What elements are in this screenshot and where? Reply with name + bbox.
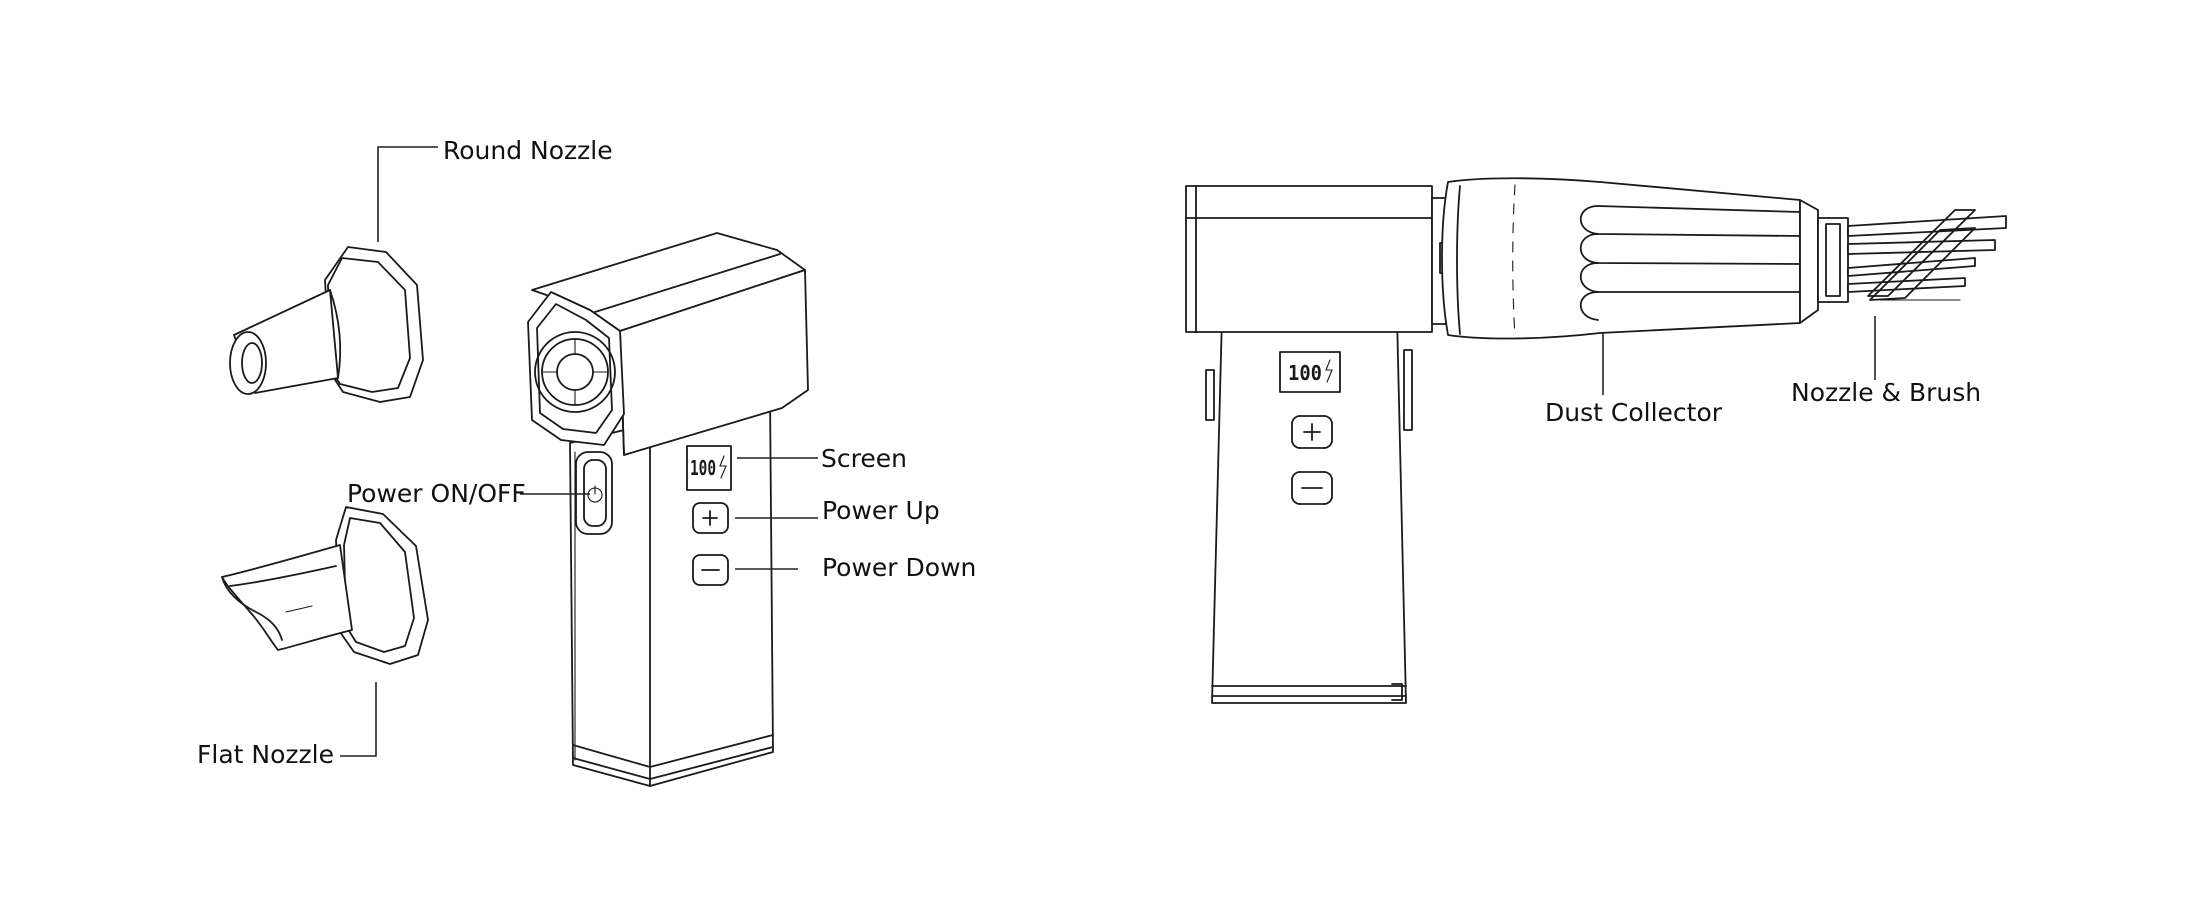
label-power-down: Power Down [822,553,976,582]
flat-nozzle-illustration [221,506,429,665]
plus-icon [702,510,718,526]
label-flat-nozzle: Flat Nozzle [197,740,334,769]
brush-bristles [1847,209,2007,301]
power-icon [587,485,603,503]
side-screen [1279,351,1341,393]
round-nozzle-illustration [229,246,424,403]
label-power-up: Power Up [822,496,940,525]
lightning-icon [719,455,727,479]
label-round-nozzle: Round Nozzle [443,136,613,165]
label-power-on-off: Power ON/OFF [347,479,526,508]
label-dust-collector: Dust Collector [1545,398,1723,427]
front-screen [686,445,732,491]
label-nozzle-brush: Nozzle & Brush [1791,378,1981,407]
front-screen-readout: 100 [690,456,716,480]
leader-lines [340,146,1876,757]
side-screen-readout: 100 [1288,361,1322,385]
blower-front-illustration: 100 [527,232,809,787]
label-screen: Screen [821,444,907,473]
blower-side-illustration: 100 [1185,177,2007,704]
